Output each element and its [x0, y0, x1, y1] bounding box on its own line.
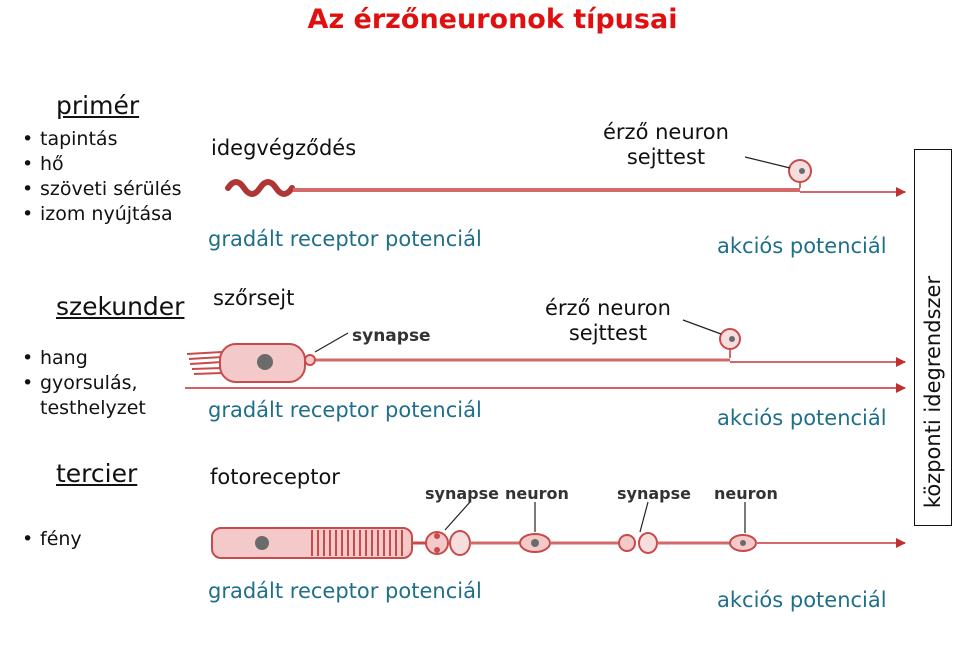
- row1-receptor-label: idegvégződés: [211, 136, 357, 160]
- row3-neuron: [211, 501, 906, 559]
- cns-box: [914, 149, 952, 526]
- category-primary-list: tapintás hő szöveti sérülés izom nyújtás…: [17, 127, 182, 227]
- list-item: tapintás: [17, 127, 182, 152]
- row2-graded-potential-label: gradált receptor potenciál: [208, 398, 482, 422]
- row3-neuron-label-2: neuron: [714, 484, 778, 503]
- page-title: Az érzőneuronok típusai: [307, 4, 678, 35]
- row3-synapse-label-1: synapse: [425, 484, 499, 503]
- category-tertiary-list: fény: [17, 527, 82, 552]
- row2-action-potential-label: akciós potenciál: [717, 406, 887, 430]
- list-item: hő: [17, 152, 182, 177]
- row2-receptor-label: szőrsejt: [213, 286, 295, 310]
- category-secondary-list: hang gyorsulás, testhelyzet: [17, 346, 190, 421]
- list-item: gyorsulás, testhelyzet: [17, 371, 190, 421]
- row2-synapse-label: synapse: [352, 326, 431, 346]
- row3-graded-potential-label: gradált receptor potenciál: [208, 579, 482, 603]
- list-item: fény: [17, 527, 82, 552]
- category-secondary-title: szekunder: [56, 292, 185, 321]
- row2-neuron: [185, 319, 906, 393]
- row3-neuron-label-1: neuron: [505, 484, 569, 503]
- row1-neuron: [225, 156, 906, 197]
- row1-graded-potential-label: gradált receptor potenciál: [208, 227, 482, 251]
- row1-action-potential-label: akciós potenciál: [717, 234, 887, 258]
- row3-receptor-label: fotoreceptor: [210, 465, 340, 489]
- category-tertiary-title: tercier: [56, 459, 138, 488]
- row1-cell-body-label: érző neuron sejttest: [603, 120, 729, 169]
- row2-cell-body-label: érző neuron sejttest: [545, 296, 671, 345]
- row3-synapse-label-2: synapse: [617, 484, 691, 503]
- list-item: szöveti sérülés: [17, 177, 182, 202]
- list-item: hang: [17, 346, 190, 371]
- row3-action-potential-label: akciós potenciál: [717, 588, 887, 612]
- cns-label: központi idegrendszer: [921, 275, 945, 509]
- category-primary-title: primér: [56, 91, 140, 120]
- list-item: izom nyújtása: [17, 202, 182, 227]
